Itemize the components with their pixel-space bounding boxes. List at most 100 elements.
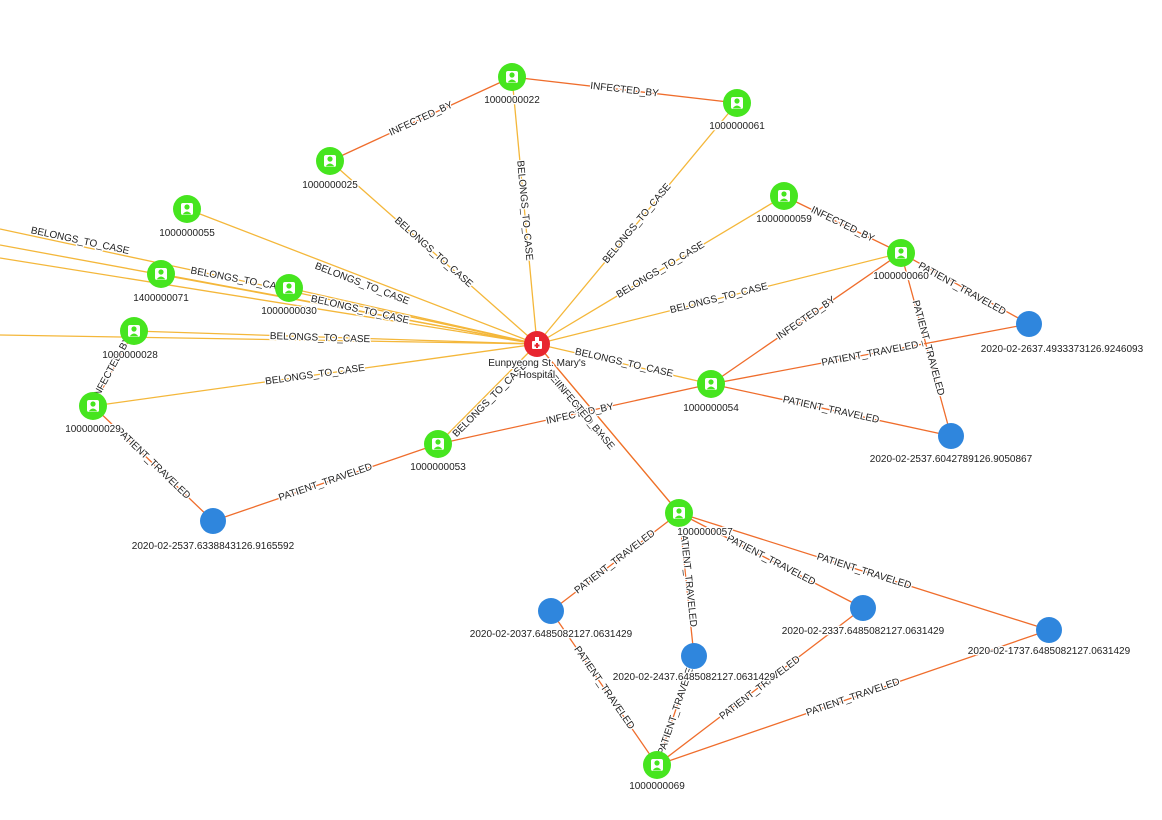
edge-infected-p59-p60[interactable] bbox=[783, 195, 902, 254]
place-node-pl2[interactable]: 2020-02-2537.6042789126.9050867 bbox=[869, 423, 1034, 466]
node-label: 2020-02-1737.6485082127.0631429 bbox=[968, 646, 1131, 657]
edge-belongs-p60-hosp[interactable] bbox=[536, 252, 902, 345]
edge-infected-p54-p60[interactable] bbox=[710, 252, 902, 385]
edge-label-belongs: BELONGS_TO_CASE bbox=[270, 331, 371, 345]
edge-belongs-ext1-hosp[interactable] bbox=[0, 228, 538, 345]
edge-infected-p61-p22[interactable] bbox=[511, 76, 738, 104]
edge-belongs-p61-hosp[interactable] bbox=[536, 102, 738, 345]
hospital-icon bbox=[532, 337, 542, 349]
person-icon bbox=[673, 507, 685, 519]
edge-belongs-p22-hosp[interactable] bbox=[511, 76, 538, 345]
place-circle[interactable] bbox=[200, 508, 226, 534]
edge-belongs-ext3-hosp[interactable] bbox=[0, 334, 538, 345]
nodes-layer: 1000000022 1000000061 1000000025 1000000055… bbox=[64, 63, 1145, 793]
edge-label-belongs: BELONGS_TO_CASE bbox=[30, 225, 131, 257]
patient-node-p29[interactable]: 1000000029 bbox=[64, 392, 122, 436]
place-node-pl6[interactable]: 2020-02-2337.6485082127.0631429 bbox=[781, 595, 946, 638]
node-label: 1000000022 bbox=[484, 95, 540, 106]
patient-node-p55[interactable]: 1000000055 bbox=[158, 195, 216, 240]
place-node-pl1[interactable]: 2020-02-2637.4933373126.9246093 bbox=[980, 311, 1145, 356]
edge-label-traveled: PATIENT_TRAVELED bbox=[677, 529, 698, 628]
place-circle[interactable] bbox=[538, 598, 564, 624]
edge-label-traveled: PATIENT_TRAVELED bbox=[805, 676, 902, 718]
edge-belongs-ext2-hosp[interactable] bbox=[0, 244, 538, 345]
patient-node-p28[interactable]: 1000000028 bbox=[101, 317, 159, 362]
edge-label-traveled: PATIENT_TRAVELED bbox=[815, 552, 912, 592]
node-label: 1000000030 bbox=[261, 306, 317, 317]
edge-traveled-p69-pl4[interactable] bbox=[550, 610, 658, 766]
node-label: 2020-02-2537.6338843126.9165592 bbox=[132, 541, 295, 552]
node-label: 2020-02-2437.6485082127.0631429 bbox=[613, 672, 776, 683]
node-label-line: Hospital bbox=[519, 370, 555, 381]
edge-infected-p53-p54[interactable] bbox=[437, 383, 712, 445]
edge-label-belongs: BELONGS_TO_CASE bbox=[669, 281, 769, 316]
edge-belongs-p59-hosp[interactable] bbox=[536, 195, 785, 345]
edge-infected-p29-p28[interactable] bbox=[92, 330, 135, 407]
edge-label-traveled: PATIENT_TRAVELED bbox=[573, 528, 658, 597]
edge-traveled-p57-pl4[interactable] bbox=[550, 512, 680, 612]
edge-infected-p25-p22[interactable] bbox=[329, 76, 513, 162]
person-icon bbox=[705, 378, 717, 390]
node-label: 1000000053 bbox=[410, 462, 466, 473]
patient-node-p59[interactable]: 1000000059 bbox=[755, 182, 813, 226]
patient-node-p69[interactable]: 1000000069 bbox=[628, 751, 686, 793]
edge-belongs-p25-hosp[interactable] bbox=[329, 160, 538, 345]
place-node-pl3[interactable]: 2020-02-2537.6338843126.9165592 bbox=[131, 508, 296, 553]
patient-node-p60[interactable]: 1000000060 bbox=[872, 239, 930, 283]
edge-infected-p57-hosp[interactable] bbox=[536, 343, 680, 514]
edge-traveled-p53-pl3[interactable] bbox=[212, 443, 439, 522]
place-circle[interactable] bbox=[1036, 617, 1062, 643]
edge-traveled-p69-pl7[interactable] bbox=[656, 629, 1050, 766]
place-node-pl7[interactable]: 2020-02-1737.6485082127.0631429 bbox=[967, 617, 1132, 658]
person-icon bbox=[506, 71, 518, 83]
patient-node-p30[interactable]: 1000000030 bbox=[260, 274, 318, 318]
edge-label-traveled: PATIENT_TRAVELED bbox=[718, 654, 803, 722]
edge-label-belongs: BELONGS_TO_CASE bbox=[574, 347, 675, 380]
patient-node-p71[interactable]: 1400000071 bbox=[132, 260, 190, 305]
edge-label-traveled: PATIENT_TRAVELED bbox=[916, 260, 1007, 317]
edge-traveled-p69-pl6[interactable] bbox=[656, 607, 864, 766]
edge-belongs-p54-hosp[interactable] bbox=[536, 343, 712, 385]
patient-node-p53[interactable]: 1000000053 bbox=[409, 430, 467, 474]
place-circle[interactable] bbox=[681, 643, 707, 669]
node-label: 2020-02-2337.6485082127.0631429 bbox=[782, 626, 945, 637]
node-label: 2020-02-2037.6485082127.0631429 bbox=[470, 629, 633, 640]
node-label: 1000000061 bbox=[709, 121, 765, 132]
edge-traveled-p57-pl5[interactable] bbox=[678, 512, 695, 657]
place-circle[interactable] bbox=[850, 595, 876, 621]
place-circle[interactable] bbox=[938, 423, 964, 449]
node-label: 1000000060 bbox=[873, 271, 929, 282]
edge-traveled-p60-pl1[interactable] bbox=[900, 252, 1030, 325]
person-icon bbox=[895, 247, 907, 259]
edge-traveled-p29-pl3[interactable] bbox=[92, 405, 214, 522]
edge-belongs-p29-hosp[interactable] bbox=[92, 343, 538, 407]
edge-traveled-p54-pl2[interactable] bbox=[710, 383, 952, 437]
place-circle[interactable] bbox=[1016, 311, 1042, 337]
place-node-pl5[interactable]: 2020-02-2437.6485082127.0631429 bbox=[612, 643, 777, 684]
patient-node-p54[interactable]: 1000000054 bbox=[682, 370, 740, 415]
place-node-pl4[interactable]: 2020-02-2037.6485082127.0631429 bbox=[469, 598, 634, 641]
edge-label-infected: INFECTED_BY bbox=[387, 100, 454, 139]
patient-node-p25[interactable]: 1000000025 bbox=[301, 147, 359, 192]
node-label: 1000000028 bbox=[102, 350, 158, 361]
edges-layer bbox=[0, 76, 1050, 766]
patient-node-p57[interactable]: 1000000057 bbox=[665, 499, 734, 539]
edge-belongs-p53-hosp[interactable] bbox=[437, 343, 538, 445]
edge-belongs-p55-hosp[interactable] bbox=[186, 208, 538, 345]
person-icon bbox=[181, 203, 193, 215]
edge-belongs-ext4-hosp[interactable] bbox=[0, 257, 538, 345]
edge-traveled-p69-pl5[interactable] bbox=[656, 655, 695, 766]
edge-traveled-p60-pl2[interactable] bbox=[900, 252, 952, 437]
edge-label-infected: INFECTED_BY bbox=[91, 335, 134, 401]
patient-node-p22[interactable]: 1000000022 bbox=[483, 63, 541, 107]
edge-traveled-p57-pl7[interactable] bbox=[678, 512, 1050, 631]
edge-traveled-p54-pl1[interactable] bbox=[710, 323, 1030, 385]
edge-traveled-p57-pl6[interactable] bbox=[678, 512, 864, 609]
edge-label-belongs: BELONGS_TO_CASE bbox=[514, 160, 534, 261]
person-icon bbox=[87, 400, 99, 412]
edge-belongs-p28-hosp[interactable] bbox=[133, 330, 538, 345]
edge-label-traveled: PATIENT_TRAVELED bbox=[571, 644, 636, 731]
patient-node-p61[interactable]: 1000000061 bbox=[708, 89, 766, 133]
